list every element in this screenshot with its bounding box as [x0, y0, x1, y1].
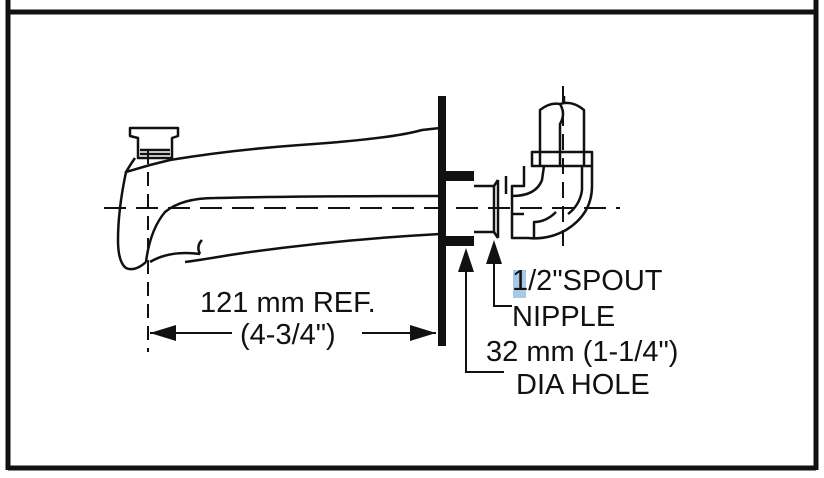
dimension-metric-label: 121 mm REF. [200, 287, 376, 319]
hole-size-label: 32 mm (1-1/4") [486, 336, 679, 368]
drawing-frame [5, 0, 819, 471]
hole-leader [458, 248, 504, 373]
nipple-leader [486, 240, 512, 307]
length-dimension [147, 150, 436, 352]
wall-plate [438, 96, 446, 346]
elbow-fitting [504, 86, 594, 250]
spout-name-label: NIPPLE [512, 301, 616, 333]
dimension-imperial-label: (4-3/4") [240, 319, 336, 351]
hole-name-label: DIA HOLE [516, 369, 650, 401]
selection-highlight [513, 270, 526, 298]
spout-nipple [446, 171, 500, 246]
tub-spout [116, 126, 441, 271]
spout-size-label: 1/2"SPOUT [512, 265, 663, 297]
